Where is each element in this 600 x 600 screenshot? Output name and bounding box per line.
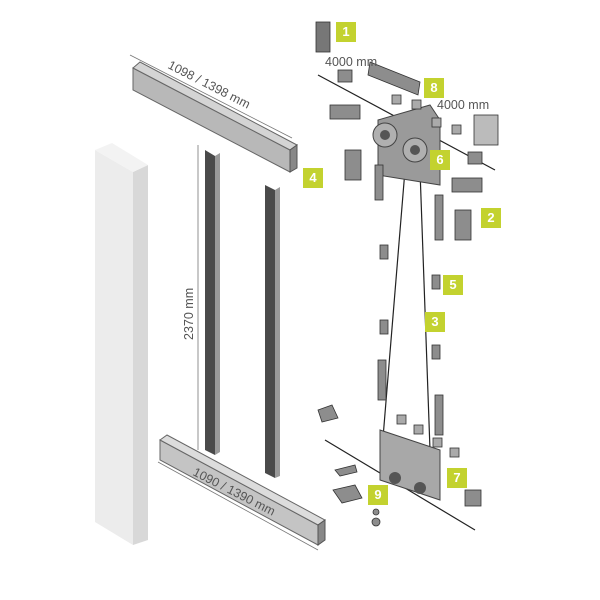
part-label-1: 1 — [336, 22, 356, 42]
cable-left-dimension: 4000 mm — [325, 55, 378, 69]
bottom-carriage — [379, 429, 441, 501]
part-label-6: 6 — [430, 150, 450, 170]
cable-right-dimension: 4000 mm — [437, 98, 490, 112]
part-label-3: 3 — [425, 312, 445, 332]
part-label-7: 7 — [447, 468, 467, 488]
part-label-4: 4 — [303, 168, 323, 188]
part-label-5: 5 — [443, 275, 463, 295]
part-label-9: 9 — [368, 485, 388, 505]
top-rail — [129, 54, 298, 173]
top-carriage — [372, 104, 441, 186]
vertical-profiles — [197, 145, 280, 478]
part-label-8: 8 — [424, 78, 444, 98]
door-panel — [95, 143, 148, 545]
height-dimension: 2370 mm — [182, 287, 196, 340]
part-label-2: 2 — [481, 208, 501, 228]
bottom-rail — [157, 434, 326, 551]
small-parts — [315, 21, 499, 527]
